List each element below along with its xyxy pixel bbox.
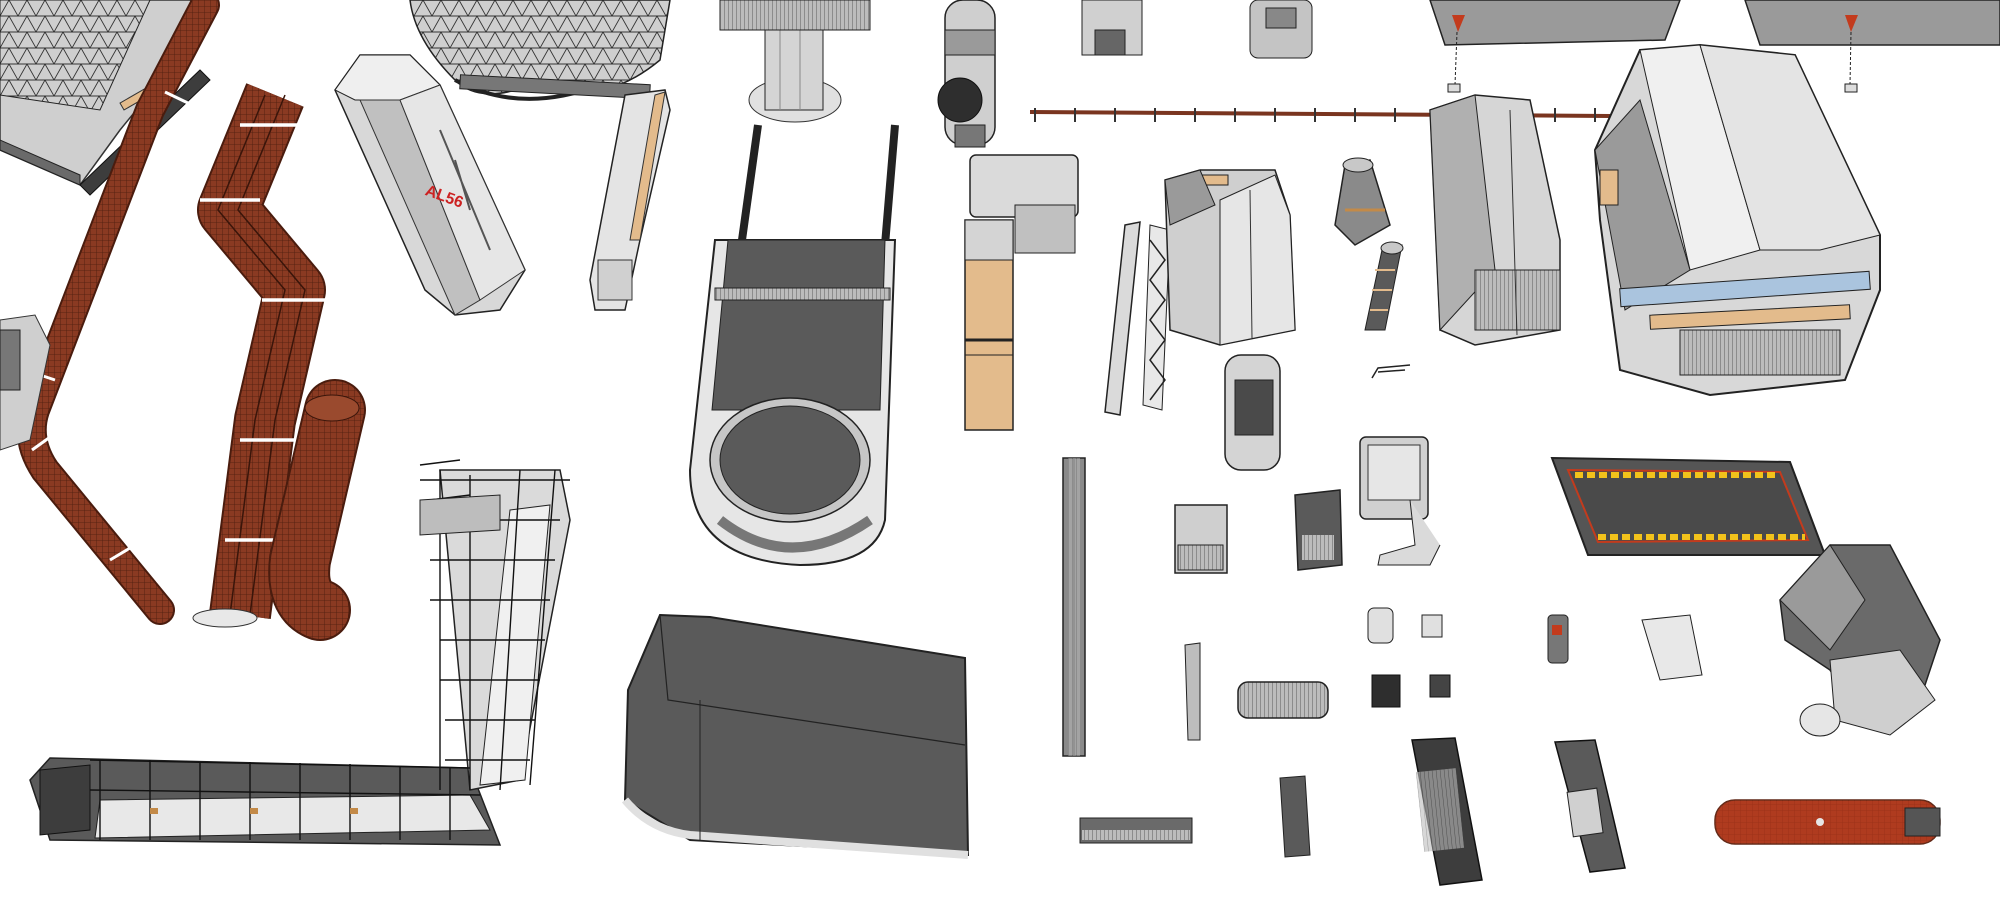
scaffold-walkway-l[interactable] xyxy=(29,459,571,846)
mech-canister[interactable] xyxy=(937,0,996,148)
hanging-units[interactable] xyxy=(1429,0,2000,93)
small-cylinders[interactable] xyxy=(1334,157,1404,331)
geodesic-domes[interactable] xyxy=(409,0,671,101)
small-parts-cluster[interactable] xyxy=(1079,354,1703,886)
angular-hangar[interactable] xyxy=(1164,169,1296,346)
red-capsule[interactable] xyxy=(1714,799,1941,845)
elbow-duct[interactable] xyxy=(1779,544,1941,737)
edge-fragment-left[interactable] xyxy=(0,314,51,451)
console-strip[interactable] xyxy=(589,89,671,311)
truss-ladder[interactable] xyxy=(1104,221,1171,416)
tan-container-stack[interactable] xyxy=(964,154,1079,431)
thin-column[interactable] xyxy=(1062,457,1086,757)
rust-pipe-elbow[interactable] xyxy=(268,379,366,641)
large-complex-building[interactable] xyxy=(1593,43,1881,397)
hex-tank-column[interactable]: AL56 xyxy=(334,54,526,316)
hazard-runway-pad[interactable] xyxy=(1550,456,1827,556)
tower-base-disc[interactable] xyxy=(719,0,871,123)
landing-pad-ramp[interactable] xyxy=(688,124,899,567)
bracket-part[interactable] xyxy=(1371,364,1411,379)
tall-locker-block[interactable] xyxy=(1429,94,1561,346)
dark-slab-block[interactable] xyxy=(621,613,970,859)
top-small-parts[interactable] xyxy=(1081,0,1313,59)
